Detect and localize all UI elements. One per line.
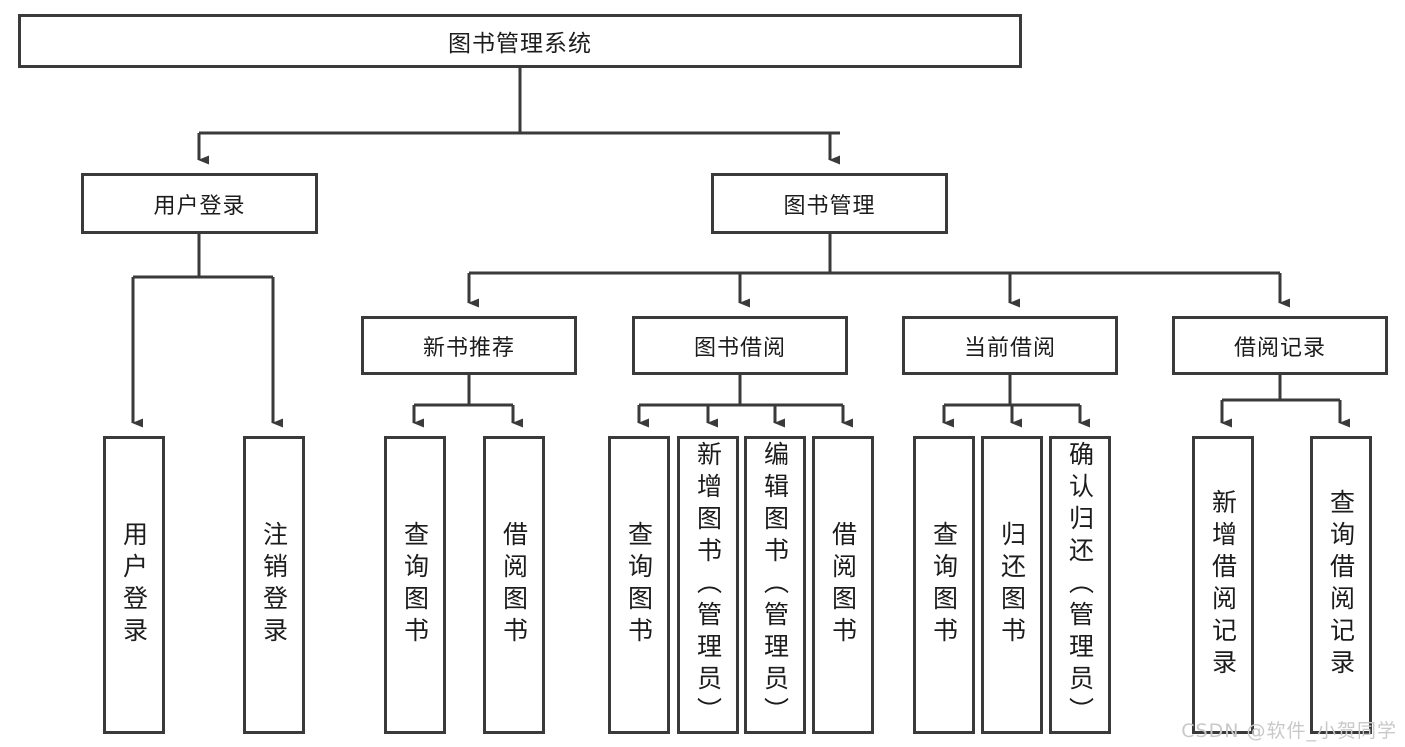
leaf-inner: 注销登录 [246,439,302,731]
leaf-user-login-login[interactable]: 用户登录 [103,436,165,734]
node-label: 查询借阅记录 [1326,489,1356,681]
leaf-inner: 确认归还（管理员） [1052,439,1108,731]
watermark-text: CSDN @软件_小贺同学 [1181,720,1397,742]
leaf-inner: 编辑图书（管理员） [747,439,803,731]
leaf-current-return-book[interactable]: 归还图书 [981,436,1043,734]
leaf-borrow-edit-book-admin[interactable]: 编辑图书（管理员） [744,436,806,734]
node-label: 注销登录 [259,521,289,649]
node-current-borrow[interactable]: 当前借阅 [902,316,1118,375]
node-label: 查询图书 [929,521,959,649]
leaf-inner: 借阅图书 [815,439,871,731]
node-label: 图书管理 [783,193,876,219]
leaf-borrow-query-book[interactable]: 查询图书 [608,436,670,734]
leaf-inner: 新增借阅记录 [1195,439,1251,731]
node-label: 借阅记录 [1233,335,1326,361]
node-label: 编辑图书（管理员） [760,441,790,729]
leaf-inner: 用户登录 [106,439,162,731]
node-root-book-management-system[interactable]: 图书管理系统 [18,14,1022,68]
node-borrow-record[interactable]: 借阅记录 [1172,316,1388,375]
node-new-book-recommend[interactable]: 新书推荐 [361,316,577,375]
node-label: 归还图书 [997,521,1027,649]
leaf-recommend-borrow-book[interactable]: 借阅图书 [483,436,545,734]
leaf-inner: 新增图书（管理员） [680,439,736,731]
node-label: 新增借阅记录 [1208,489,1238,681]
leaf-recommend-query-book[interactable]: 查询图书 [384,436,446,734]
node-label: 图书管理系统 [448,31,592,57]
leaf-borrow-borrow-book[interactable]: 借阅图书 [812,436,874,734]
leaf-inner: 归还图书 [984,439,1040,731]
leaf-inner: 查询借阅记录 [1313,439,1369,731]
leaf-inner: 查询图书 [387,439,443,731]
node-label: 图书借阅 [693,335,786,361]
node-label: 新书推荐 [422,335,515,361]
leaf-current-query-book[interactable]: 查询图书 [913,436,975,734]
leaf-inner: 查询图书 [916,439,972,731]
node-book-management[interactable]: 图书管理 [711,173,948,234]
node-label: 确认归还（管理员） [1065,441,1095,729]
node-label: 当前借阅 [963,335,1056,361]
node-label: 用户登录 [119,521,149,649]
node-label: 借阅图书 [499,521,529,649]
leaf-borrow-add-book-admin[interactable]: 新增图书（管理员） [677,436,739,734]
node-label: 用户登录 [153,193,246,219]
leaf-current-confirm-return-admin[interactable]: 确认归还（管理员） [1049,436,1111,734]
node-label: 新增图书（管理员） [693,441,723,729]
leaf-record-add-borrow-record[interactable]: 新增借阅记录 [1192,436,1254,734]
node-label: 查询图书 [624,521,654,649]
node-label: 查询图书 [400,521,430,649]
node-label: 借阅图书 [828,521,858,649]
node-user-login[interactable]: 用户登录 [81,173,318,234]
leaf-inner: 查询图书 [611,439,667,731]
leaf-record-query-borrow-record[interactable]: 查询借阅记录 [1310,436,1372,734]
leaf-user-login-logout[interactable]: 注销登录 [243,436,305,734]
node-book-borrow[interactable]: 图书借阅 [632,316,848,375]
leaf-inner: 借阅图书 [486,439,542,731]
